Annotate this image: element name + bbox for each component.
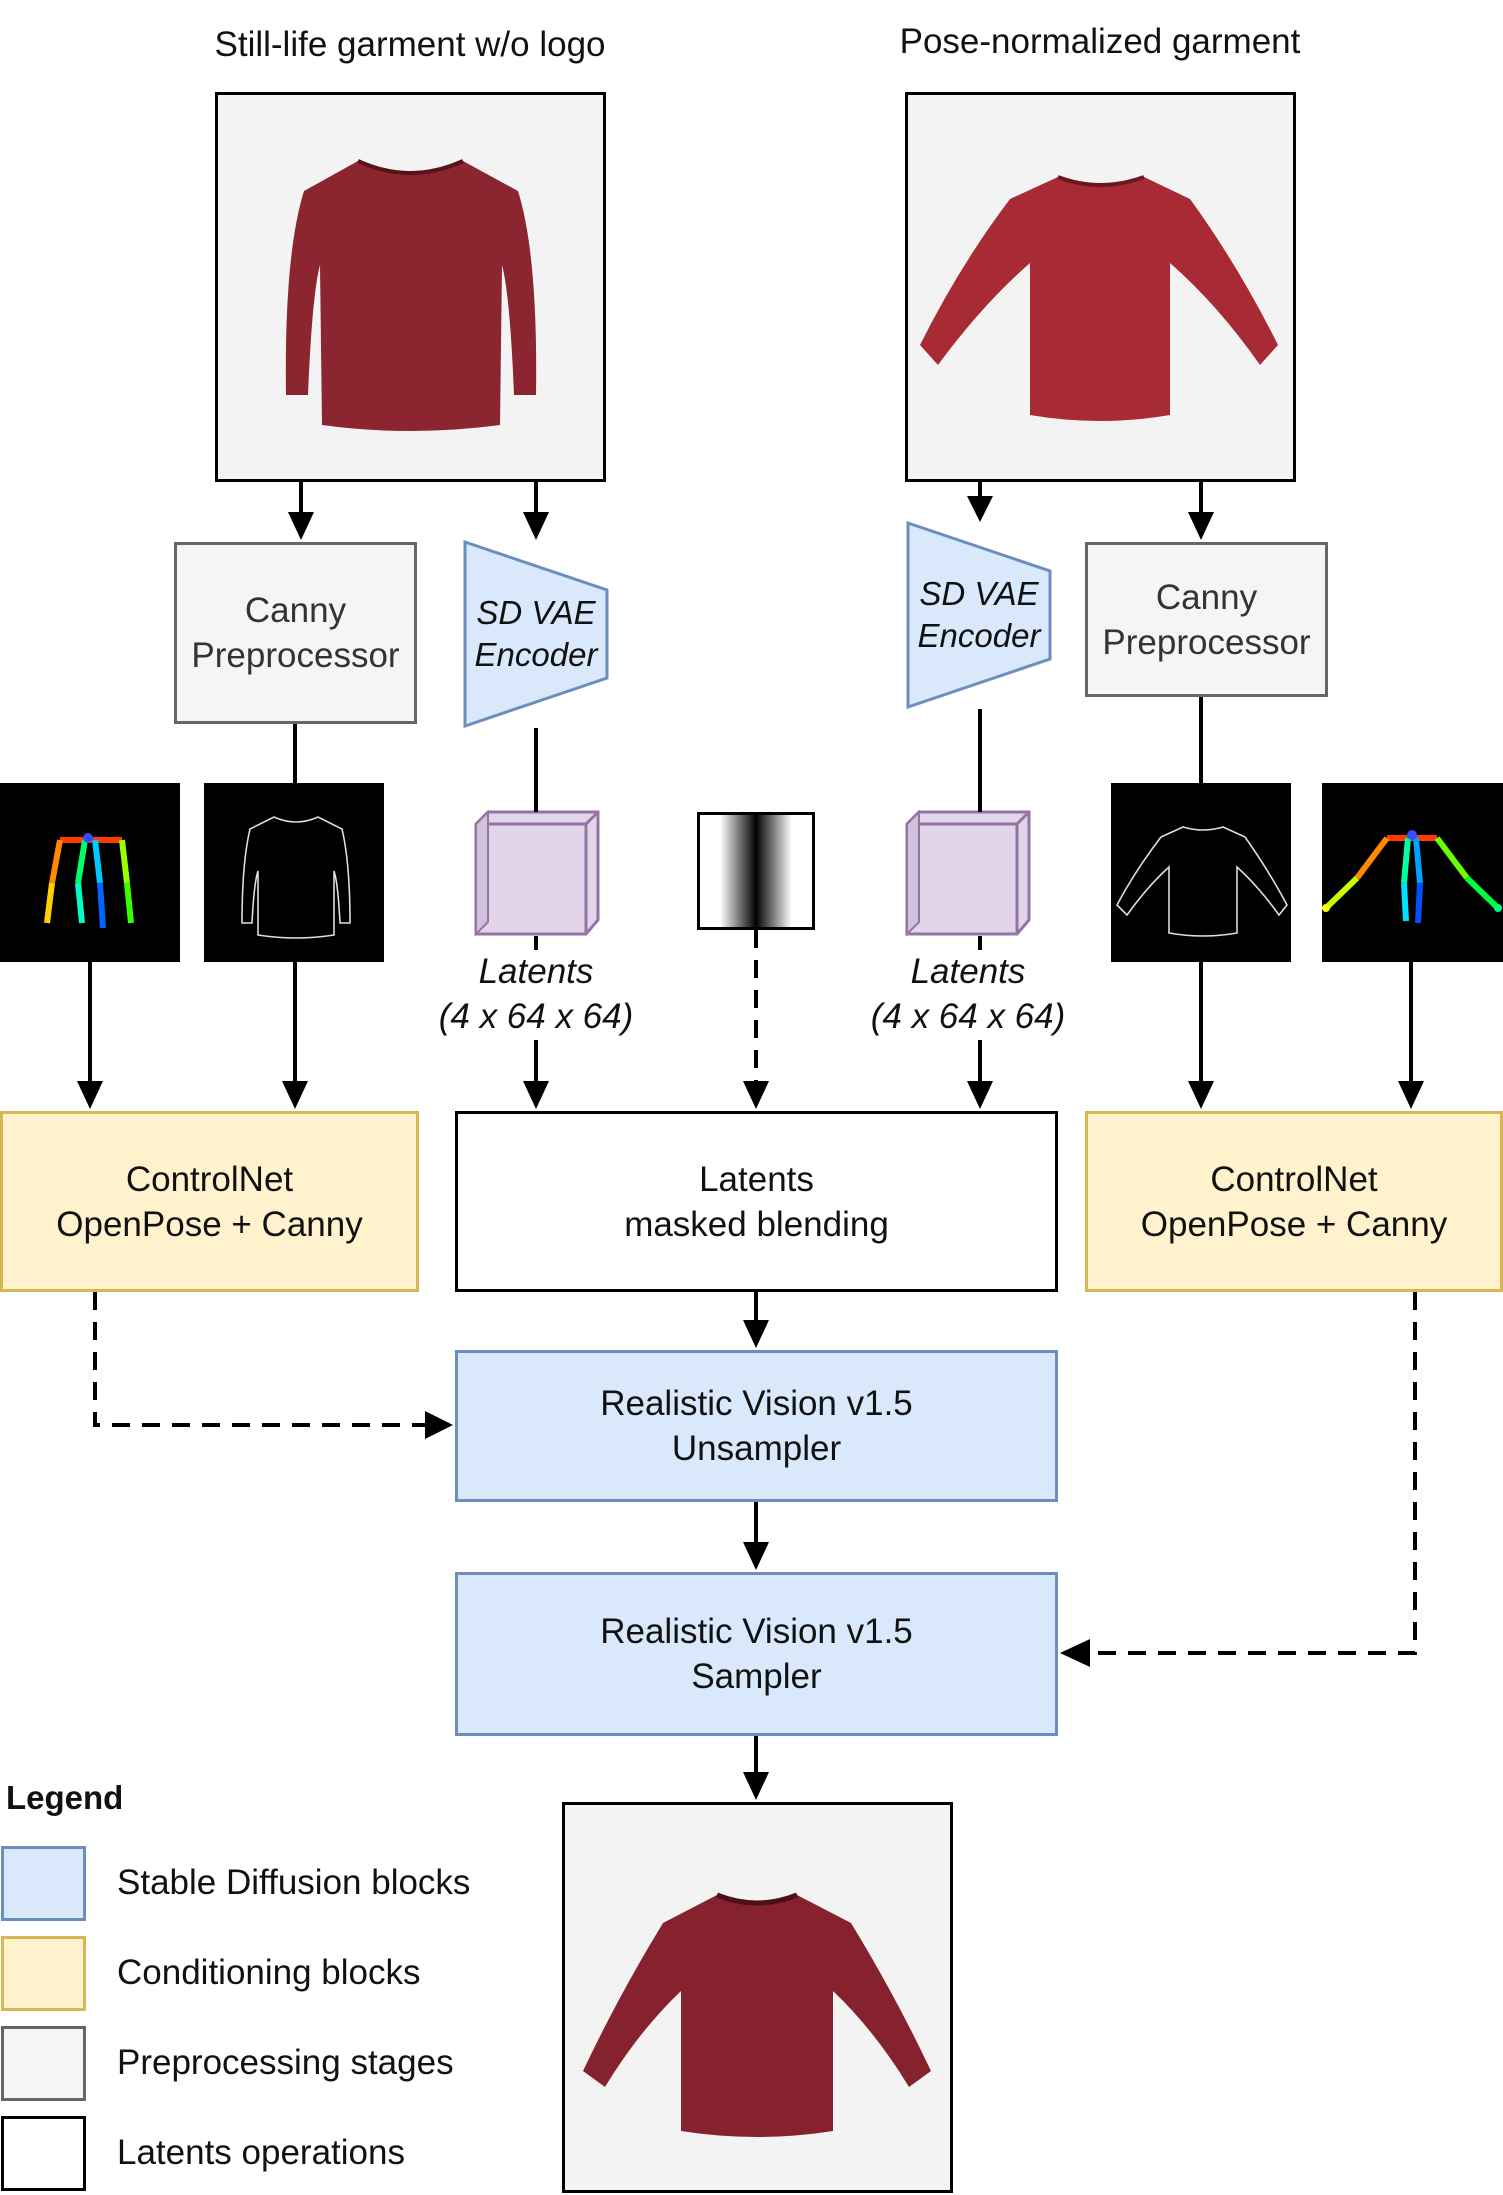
sampler-line2: Sampler	[691, 1657, 822, 1696]
legend-label-conditioning: Conditioning blocks	[117, 1953, 421, 1992]
unsampler-line1: Realistic Vision v1.5	[600, 1384, 913, 1423]
canny-left-line1: Canny	[244, 591, 347, 630]
legend-label-preprocessing: Preprocessing stages	[117, 2043, 454, 2082]
latents-masked-blending: Latents masked blending	[455, 1111, 1058, 1292]
sampler-line1: Realistic Vision v1.5	[600, 1612, 913, 1651]
legend-swatch-conditioning	[1, 1936, 86, 2011]
latents-left-line1: Latents	[478, 952, 594, 991]
dashed-controlnet-right-to-sampler	[1090, 1292, 1417, 1655]
latents-right-line2: (4 x 64 x 64)	[870, 997, 1066, 1036]
output-garment-image	[562, 1802, 953, 2193]
openpose-skeleton-left-image	[0, 783, 180, 962]
realistic-vision-unsampler: Realistic Vision v1.5 Unsampler	[455, 1350, 1058, 1502]
still-life-garment-image	[215, 92, 606, 482]
latents-label-right: Latents (4 x 64 x 64)	[871, 949, 1066, 1039]
dashed-controlnet-left-to-unsampler	[93, 1292, 425, 1427]
pose-normalized-garment-image	[905, 92, 1296, 482]
controlnet-right-line2: OpenPose + Canny	[1140, 1204, 1448, 1244]
vae-left-line2: Encoder	[474, 636, 598, 673]
pose-normalized-shirt-drawing	[920, 175, 1278, 421]
canny-edges-right-image	[1111, 783, 1291, 962]
canny-right-drawing	[1116, 826, 1288, 937]
latents-cube-right	[905, 809, 1031, 937]
sd-vae-encoder-right: SD VAE Encoder	[906, 521, 1052, 709]
title-pose-normalized: Pose-normalized garment	[899, 22, 1301, 61]
blend-line1: Latents	[699, 1159, 814, 1199]
legend-swatch-preprocessing	[1, 2026, 86, 2101]
latents-left-line2: (4 x 64 x 64)	[438, 997, 634, 1036]
unsampler-line2: Unsampler	[671, 1429, 842, 1468]
blend-line2: masked blending	[624, 1204, 889, 1244]
legend-label-stable-diffusion: Stable Diffusion blocks	[117, 1863, 471, 1902]
legend-label-latents-ops: Latents operations	[117, 2133, 405, 2172]
controlnet-left-line1: ControlNet	[125, 1159, 294, 1199]
still-life-shirt-drawing	[285, 159, 537, 431]
openpose-right-drawing	[1322, 830, 1502, 924]
legend-title: Legend	[6, 1779, 124, 1816]
canny-edges-left-image	[204, 783, 384, 962]
vae-right-line1: SD VAE	[919, 575, 1039, 612]
vae-left-shape	[463, 540, 609, 728]
realistic-vision-sampler: Realistic Vision v1.5 Sampler	[455, 1572, 1058, 1736]
controlnet-right-line1: ControlNet	[1210, 1159, 1378, 1199]
latents-label-left: Latents (4 x 64 x 64)	[439, 949, 634, 1039]
canny-left-line2: Preprocessor	[191, 636, 400, 675]
canny-right-line2: Preprocessor	[1102, 622, 1311, 662]
latents-right-line1: Latents	[910, 952, 1026, 991]
output-shirt-drawing	[583, 1892, 931, 2137]
canny-preprocessor-right: Canny Preprocessor	[1085, 542, 1328, 697]
canny-preprocessor-left: Canny Preprocessor	[174, 542, 417, 724]
vae-right-line2: Encoder	[917, 617, 1041, 654]
controlnet-left: ControlNet OpenPose + Canny	[0, 1111, 419, 1292]
latent-cube-left-shape	[474, 809, 600, 937]
canny-right-line1: Canny	[1155, 577, 1258, 617]
controlnet-right: ControlNet OpenPose + Canny	[1085, 1111, 1503, 1292]
openpose-skeleton-right-image	[1322, 783, 1503, 962]
openpose-left-drawing	[44, 833, 134, 929]
vae-left-line1: SD VAE	[476, 594, 596, 631]
canny-left-drawing	[241, 816, 351, 939]
legend-swatch-stable-diffusion	[1, 1846, 86, 1921]
sd-vae-encoder-left: SD VAE Encoder	[463, 540, 609, 728]
blending-mask-image	[697, 812, 815, 930]
latent-cube-right-shape	[905, 809, 1031, 937]
latents-cube-left	[474, 809, 600, 937]
title-still-life: Still-life garment w/o logo	[214, 25, 606, 64]
legend-swatch-latents-ops	[1, 2116, 86, 2191]
controlnet-left-line2: OpenPose + Canny	[56, 1204, 363, 1244]
vae-right-shape	[906, 521, 1052, 709]
